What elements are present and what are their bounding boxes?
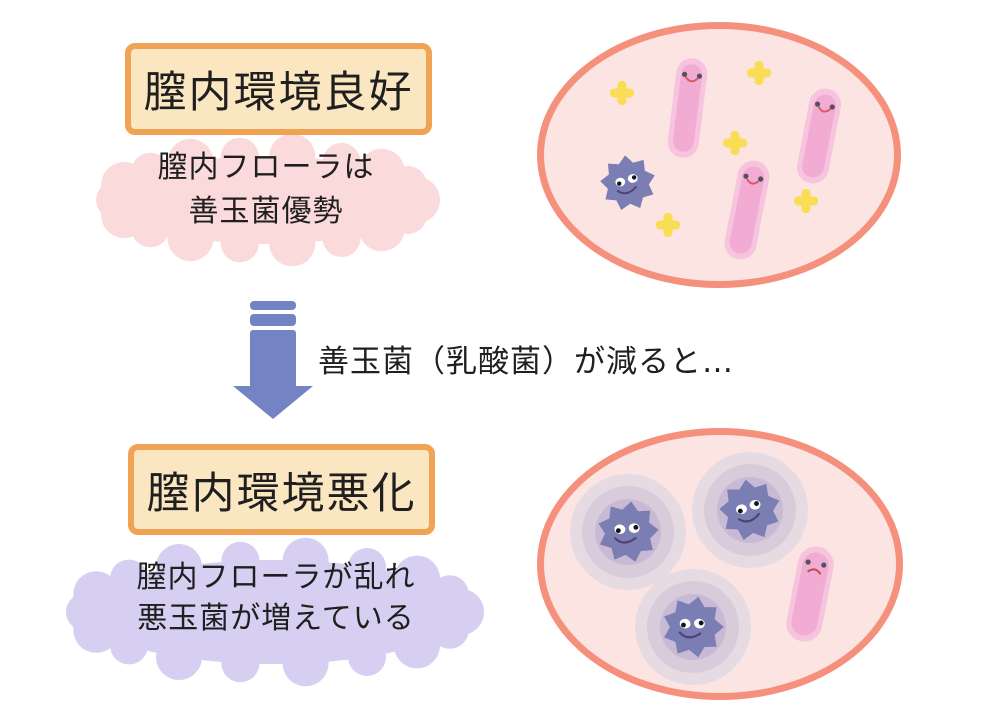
halo-inner [595, 499, 661, 565]
halo-mid [704, 464, 796, 556]
bad-title-box: 膣内環境悪化 [128, 444, 435, 535]
bad-bacterium-group [633, 567, 753, 687]
halo-outer [570, 474, 686, 590]
spiky-bacterium-icon [596, 151, 660, 215]
spiky-bacterium-icon [593, 497, 663, 567]
halo-outer [635, 569, 751, 685]
good-caption-line-2: 善玉菌優勢 [188, 194, 344, 229]
halo-mid [647, 581, 739, 673]
plus-sparkle-icon [656, 213, 680, 237]
bad-caption-cloud [66, 537, 484, 687]
bad-bacterium-group [568, 472, 688, 592]
halo-mid [582, 486, 674, 578]
happy-face-icon [679, 70, 703, 87]
plus-sparkle-icon [794, 189, 818, 213]
spiky-bacterium-icon [656, 590, 730, 664]
plus-sparkle-icon [747, 61, 771, 85]
good-caption-line-1: 膣内フローラは [157, 150, 375, 185]
down-arrow-icon [233, 301, 313, 419]
good-title-box: 膣内環境良好 [125, 43, 432, 135]
plus-sparkle-icon [610, 81, 634, 105]
halo-inner [660, 594, 726, 660]
good-environment-ellipse [537, 22, 901, 288]
good-title-text: 膣内環境良好 [143, 68, 414, 118]
halo-inner [717, 477, 783, 543]
spiky-bacterium-icon [714, 474, 786, 546]
bad-bacterium-group [690, 450, 810, 570]
good-caption-cloud [96, 133, 440, 267]
bad-caption-line-2: 悪玉菌が増えている [137, 601, 415, 636]
bad-title-text: 膣内環境悪化 [146, 468, 417, 519]
bad-caption-line-1: 膣内フローラが乱れ [136, 560, 416, 595]
halo-outer [692, 452, 808, 568]
transition-label: 善玉菌（乳酸菌）が減ると… [318, 344, 734, 380]
plus-sparkle-icon [723, 131, 747, 155]
